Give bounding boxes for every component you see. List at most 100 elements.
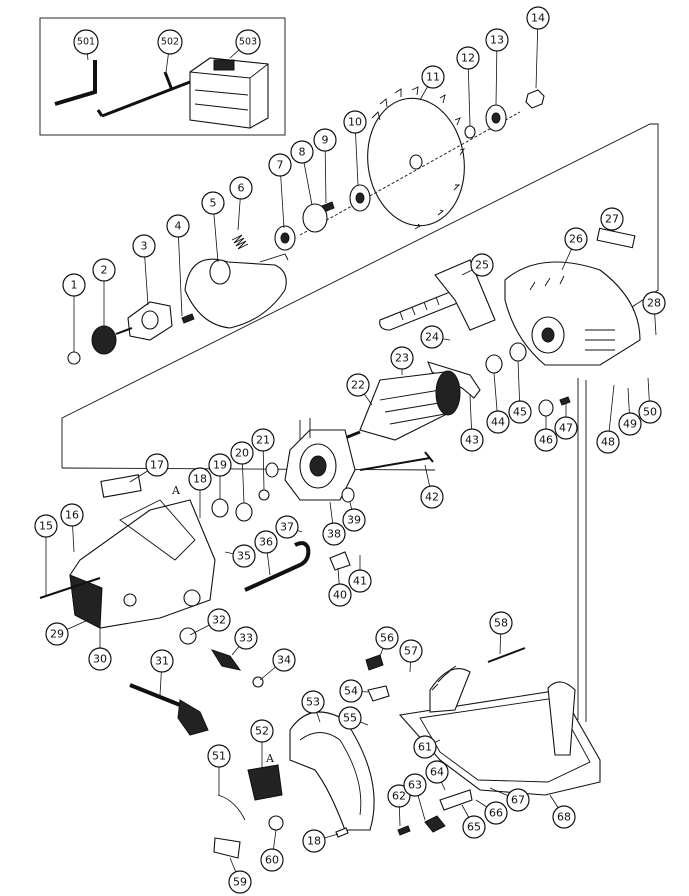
wire-part: [217, 794, 246, 821]
bearing-hole: [280, 232, 290, 244]
callout-number: 17: [150, 459, 164, 472]
wrench-part: [96, 71, 191, 118]
callout-circle: [92, 258, 116, 282]
callout-31: 31: [150, 649, 174, 673]
callout-7: 7: [268, 153, 292, 177]
small-washer-part: [67, 351, 81, 365]
callout-number: 502: [161, 37, 179, 48]
callout-number: 15: [39, 520, 53, 533]
callout-number: 34: [277, 654, 291, 667]
callout-circle: [251, 428, 275, 452]
callout-circle: [421, 65, 445, 89]
callout-circle: [343, 110, 367, 134]
callout-35: 35: [232, 544, 256, 568]
callout-leader-14: [535, 17, 539, 89]
bolt-part-2: [397, 825, 411, 836]
carbon-brush-part: [213, 837, 241, 859]
callout-circle: [229, 176, 253, 200]
callout-60: 60: [260, 848, 284, 872]
callout-number: 24: [425, 331, 439, 344]
cord-clip-part: [179, 627, 197, 645]
callout-number: 53: [306, 696, 320, 709]
callout-32: 32: [207, 608, 231, 632]
callout-circle: [145, 453, 169, 477]
callout-circle: [201, 191, 225, 215]
callout-circle: [228, 870, 252, 894]
o-ring-part-2: [265, 462, 279, 478]
callout-65: 65: [462, 815, 486, 839]
callout-17: 17: [145, 453, 169, 477]
callout-44: 44: [486, 410, 510, 434]
callout-number: 12: [461, 52, 475, 65]
callout-leader-4: [177, 225, 183, 317]
callout-57: 57: [399, 639, 423, 663]
callout-circle: [132, 234, 156, 258]
callout-number: 4: [175, 220, 182, 233]
callout-18: 18: [302, 829, 326, 853]
callout-33: 33: [234, 626, 258, 650]
callout-circle: [328, 583, 352, 607]
callout-55: 55: [338, 706, 362, 730]
hex-key-part: [54, 60, 97, 106]
callout-circle: [230, 441, 254, 465]
callout-circle: [375, 626, 399, 650]
callout-number: 19: [213, 459, 227, 472]
washer-part-2: [258, 489, 270, 501]
callout-number: 35: [237, 550, 251, 563]
callout-number: 20: [235, 447, 249, 460]
callout-number: 13: [490, 34, 504, 47]
callout-number: 10: [348, 116, 362, 129]
callout-number: 61: [418, 741, 432, 754]
callout-number: 26: [569, 233, 583, 246]
gear-shaft: [115, 327, 133, 335]
callout-circle: [207, 744, 231, 768]
callout-circle: [460, 428, 484, 452]
callout-circle: [420, 325, 444, 349]
saw-blade-part: [367, 86, 466, 230]
callout-number: 37: [280, 521, 294, 534]
name-plate-part: [100, 474, 142, 498]
callout-number: 11: [426, 71, 440, 84]
callout-circle: [387, 784, 411, 808]
callout-number: 23: [395, 352, 409, 365]
callout-circle: [462, 815, 486, 839]
callout-number: 29: [50, 628, 64, 641]
callout-number: 503: [239, 37, 257, 48]
callout-number: 48: [601, 436, 615, 449]
callout-number: 31: [155, 655, 169, 668]
callout-52: 52: [250, 719, 274, 743]
group-outline-bottom: [61, 467, 436, 471]
callout-number: 5: [210, 197, 217, 210]
bracket-part: [439, 789, 473, 811]
callout-circle: [150, 649, 174, 673]
callout-number: 3: [141, 240, 148, 253]
callout-number: 66: [489, 807, 503, 820]
armature-part: [339, 370, 461, 442]
callout-number: 65: [467, 821, 481, 834]
callout-circle: [642, 291, 666, 315]
callout-15: 15: [34, 514, 58, 538]
base-plate-part: [398, 665, 601, 796]
callout-34: 34: [272, 648, 296, 672]
callout-501: 501: [73, 29, 99, 55]
stator-part: [284, 418, 356, 501]
callout-39: 39: [342, 508, 366, 532]
callout-13: 13: [485, 28, 509, 52]
callout-circle: [166, 214, 190, 238]
callout-14: 14: [526, 6, 550, 30]
callout-number: 51: [212, 750, 226, 763]
inner-flange-hole: [355, 192, 365, 204]
callout-circle: [313, 128, 337, 152]
callout-11: 11: [421, 65, 445, 89]
callout-54: 54: [339, 679, 363, 703]
small-screw-part: [181, 313, 195, 324]
callout-47: 47: [554, 416, 578, 440]
retaining-ring-part: [509, 342, 527, 362]
callout-circle: [207, 608, 231, 632]
callout-circle: [301, 690, 325, 714]
callout-circle: [188, 467, 212, 491]
callout-10: 10: [343, 110, 367, 134]
bearing-part-2: [485, 354, 503, 374]
